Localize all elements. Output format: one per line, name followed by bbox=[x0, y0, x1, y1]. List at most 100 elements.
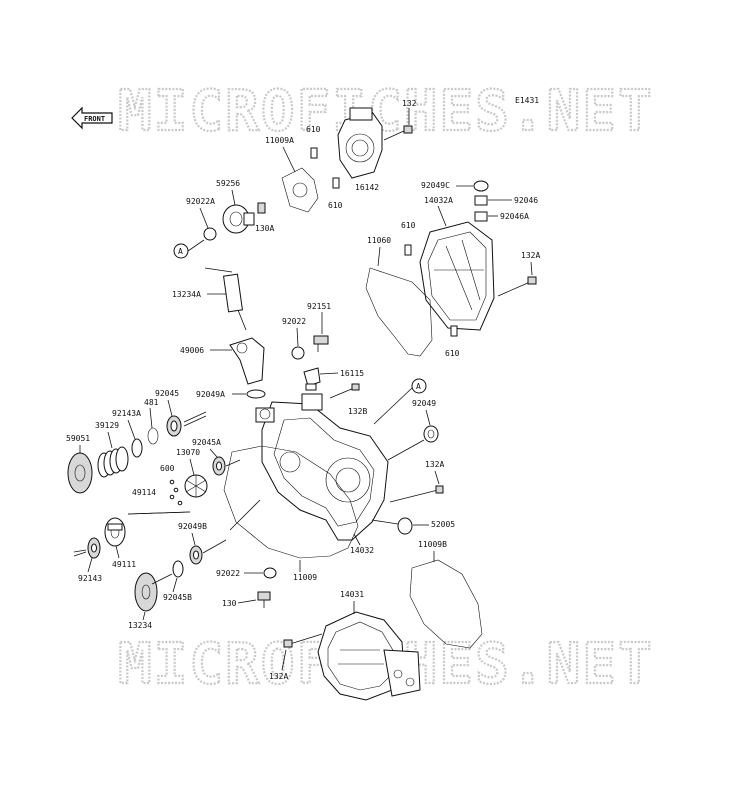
washer-92022-b bbox=[263, 567, 277, 579]
bolt-132a-bottom bbox=[283, 633, 323, 648]
rotor-13070 bbox=[184, 474, 208, 498]
label-49114: 49114 bbox=[132, 488, 156, 497]
bolt-130a bbox=[257, 202, 266, 214]
callout-a-left-text: A bbox=[178, 247, 183, 256]
label-11009: 11009 bbox=[293, 573, 317, 582]
cover-14032 bbox=[255, 393, 389, 541]
label-132-top: 132 bbox=[402, 99, 417, 108]
label-610-d: 610 bbox=[445, 349, 460, 358]
bearing-92045-inner bbox=[170, 420, 178, 432]
water-pump-cover bbox=[337, 107, 383, 179]
label-92046a: 92046A bbox=[500, 212, 529, 221]
washer-92022-a bbox=[291, 346, 305, 360]
seal-92143-inner bbox=[91, 543, 97, 553]
label-132a-bottom: 132A bbox=[269, 672, 288, 681]
label-49006: 49006 bbox=[180, 346, 204, 355]
dowel-610-d bbox=[450, 325, 458, 337]
label-49111: 49111 bbox=[112, 560, 136, 569]
label-11009b: 11009B bbox=[418, 540, 447, 549]
label-11060: 11060 bbox=[367, 236, 391, 245]
gear-49111 bbox=[104, 517, 126, 547]
bearing-92045b bbox=[172, 560, 184, 578]
label-13234a: 13234A bbox=[172, 290, 201, 299]
gasket-11009b bbox=[409, 559, 483, 649]
label-92045a: 92045A bbox=[192, 438, 221, 447]
label-92022-b: 92022 bbox=[216, 569, 240, 578]
plug-92046a bbox=[474, 211, 488, 222]
label-92045b: 92045B bbox=[163, 593, 192, 602]
gear-13234 bbox=[134, 572, 173, 612]
label-130: 130 bbox=[222, 599, 237, 608]
bearing-92045a-inner bbox=[216, 461, 222, 471]
label-92143: 92143 bbox=[78, 574, 102, 583]
label-92151: 92151 bbox=[307, 302, 331, 311]
gear-59051-hub bbox=[74, 464, 86, 482]
dowel-610-c bbox=[404, 244, 412, 256]
label-92045: 92045 bbox=[155, 389, 179, 398]
label-92049c: 92049C bbox=[421, 181, 450, 190]
spring-39129 bbox=[97, 446, 129, 478]
bolt-130 bbox=[257, 591, 271, 608]
label-132a-right: 132A bbox=[521, 251, 540, 260]
watermark-top: MICROFICHES.NET bbox=[118, 79, 654, 144]
label-92022-a: 92022 bbox=[282, 317, 306, 326]
label-52005: 52005 bbox=[431, 520, 455, 529]
bearing-92049b-inner bbox=[193, 550, 199, 560]
cap-92049c bbox=[473, 180, 489, 192]
gear-59051 bbox=[67, 452, 93, 494]
label-130a: 130A bbox=[255, 224, 274, 233]
label-14032: 14032 bbox=[350, 546, 374, 555]
cover-14032a bbox=[419, 221, 495, 331]
dowel-610-b bbox=[332, 177, 340, 189]
cover-14031 bbox=[317, 611, 421, 701]
gasket-11009 bbox=[223, 445, 359, 559]
label-610-a: 610 bbox=[306, 125, 321, 134]
front-label: FRONT bbox=[84, 115, 105, 123]
seal-52005 bbox=[397, 517, 413, 535]
bolt-92151 bbox=[313, 335, 329, 352]
label-11009a: 11009A bbox=[265, 136, 294, 145]
bolt-132b bbox=[329, 383, 360, 399]
dowel-610-a bbox=[310, 147, 318, 159]
label-13070: 13070 bbox=[176, 448, 200, 457]
label-14031: 14031 bbox=[340, 590, 364, 599]
gasket-11060 bbox=[365, 267, 433, 357]
label-610-b: 610 bbox=[328, 201, 343, 210]
plug-16115 bbox=[303, 367, 321, 391]
label-39129: 39129 bbox=[95, 421, 119, 430]
label-481: 481 bbox=[144, 398, 159, 407]
label-600: 600 bbox=[160, 464, 175, 473]
label-13234: 13234 bbox=[128, 621, 152, 630]
label-132b: 132B bbox=[348, 407, 367, 416]
shaft-49114 bbox=[127, 511, 191, 515]
seal-92049 bbox=[423, 425, 439, 443]
callout-a-right-text: A bbox=[416, 382, 421, 391]
seal-92049-inner bbox=[427, 429, 435, 439]
bolt-132a-right bbox=[497, 276, 537, 297]
label-16142: 16142 bbox=[355, 183, 379, 192]
label-92143a: 92143A bbox=[112, 409, 141, 418]
bolt-132-top bbox=[383, 125, 413, 141]
label-92049a: 92049A bbox=[196, 390, 225, 399]
callout-a-right bbox=[411, 378, 427, 394]
label-92022a: 92022A bbox=[186, 197, 215, 206]
label-92046: 92046 bbox=[514, 196, 538, 205]
shaft-13234a bbox=[204, 267, 247, 331]
balls-600 bbox=[169, 479, 183, 506]
lever-49006 bbox=[229, 337, 265, 385]
label-92049b: 92049B bbox=[178, 522, 207, 531]
washer-92022a bbox=[203, 227, 217, 241]
label-59256: 59256 bbox=[216, 179, 240, 188]
label-16115: 16115 bbox=[340, 369, 364, 378]
label-92049: 92049 bbox=[412, 399, 436, 408]
bolt-132a-middle bbox=[389, 485, 444, 503]
label-132a-middle: 132A bbox=[425, 460, 444, 469]
label-610-c: 610 bbox=[401, 221, 416, 230]
label-14032a: 14032A bbox=[424, 196, 453, 205]
seal-92049a bbox=[246, 389, 266, 399]
label-59051: 59051 bbox=[66, 434, 90, 443]
gasket-11009a bbox=[281, 167, 319, 213]
seal-92143a bbox=[131, 438, 143, 458]
impeller-59256 bbox=[222, 204, 255, 234]
